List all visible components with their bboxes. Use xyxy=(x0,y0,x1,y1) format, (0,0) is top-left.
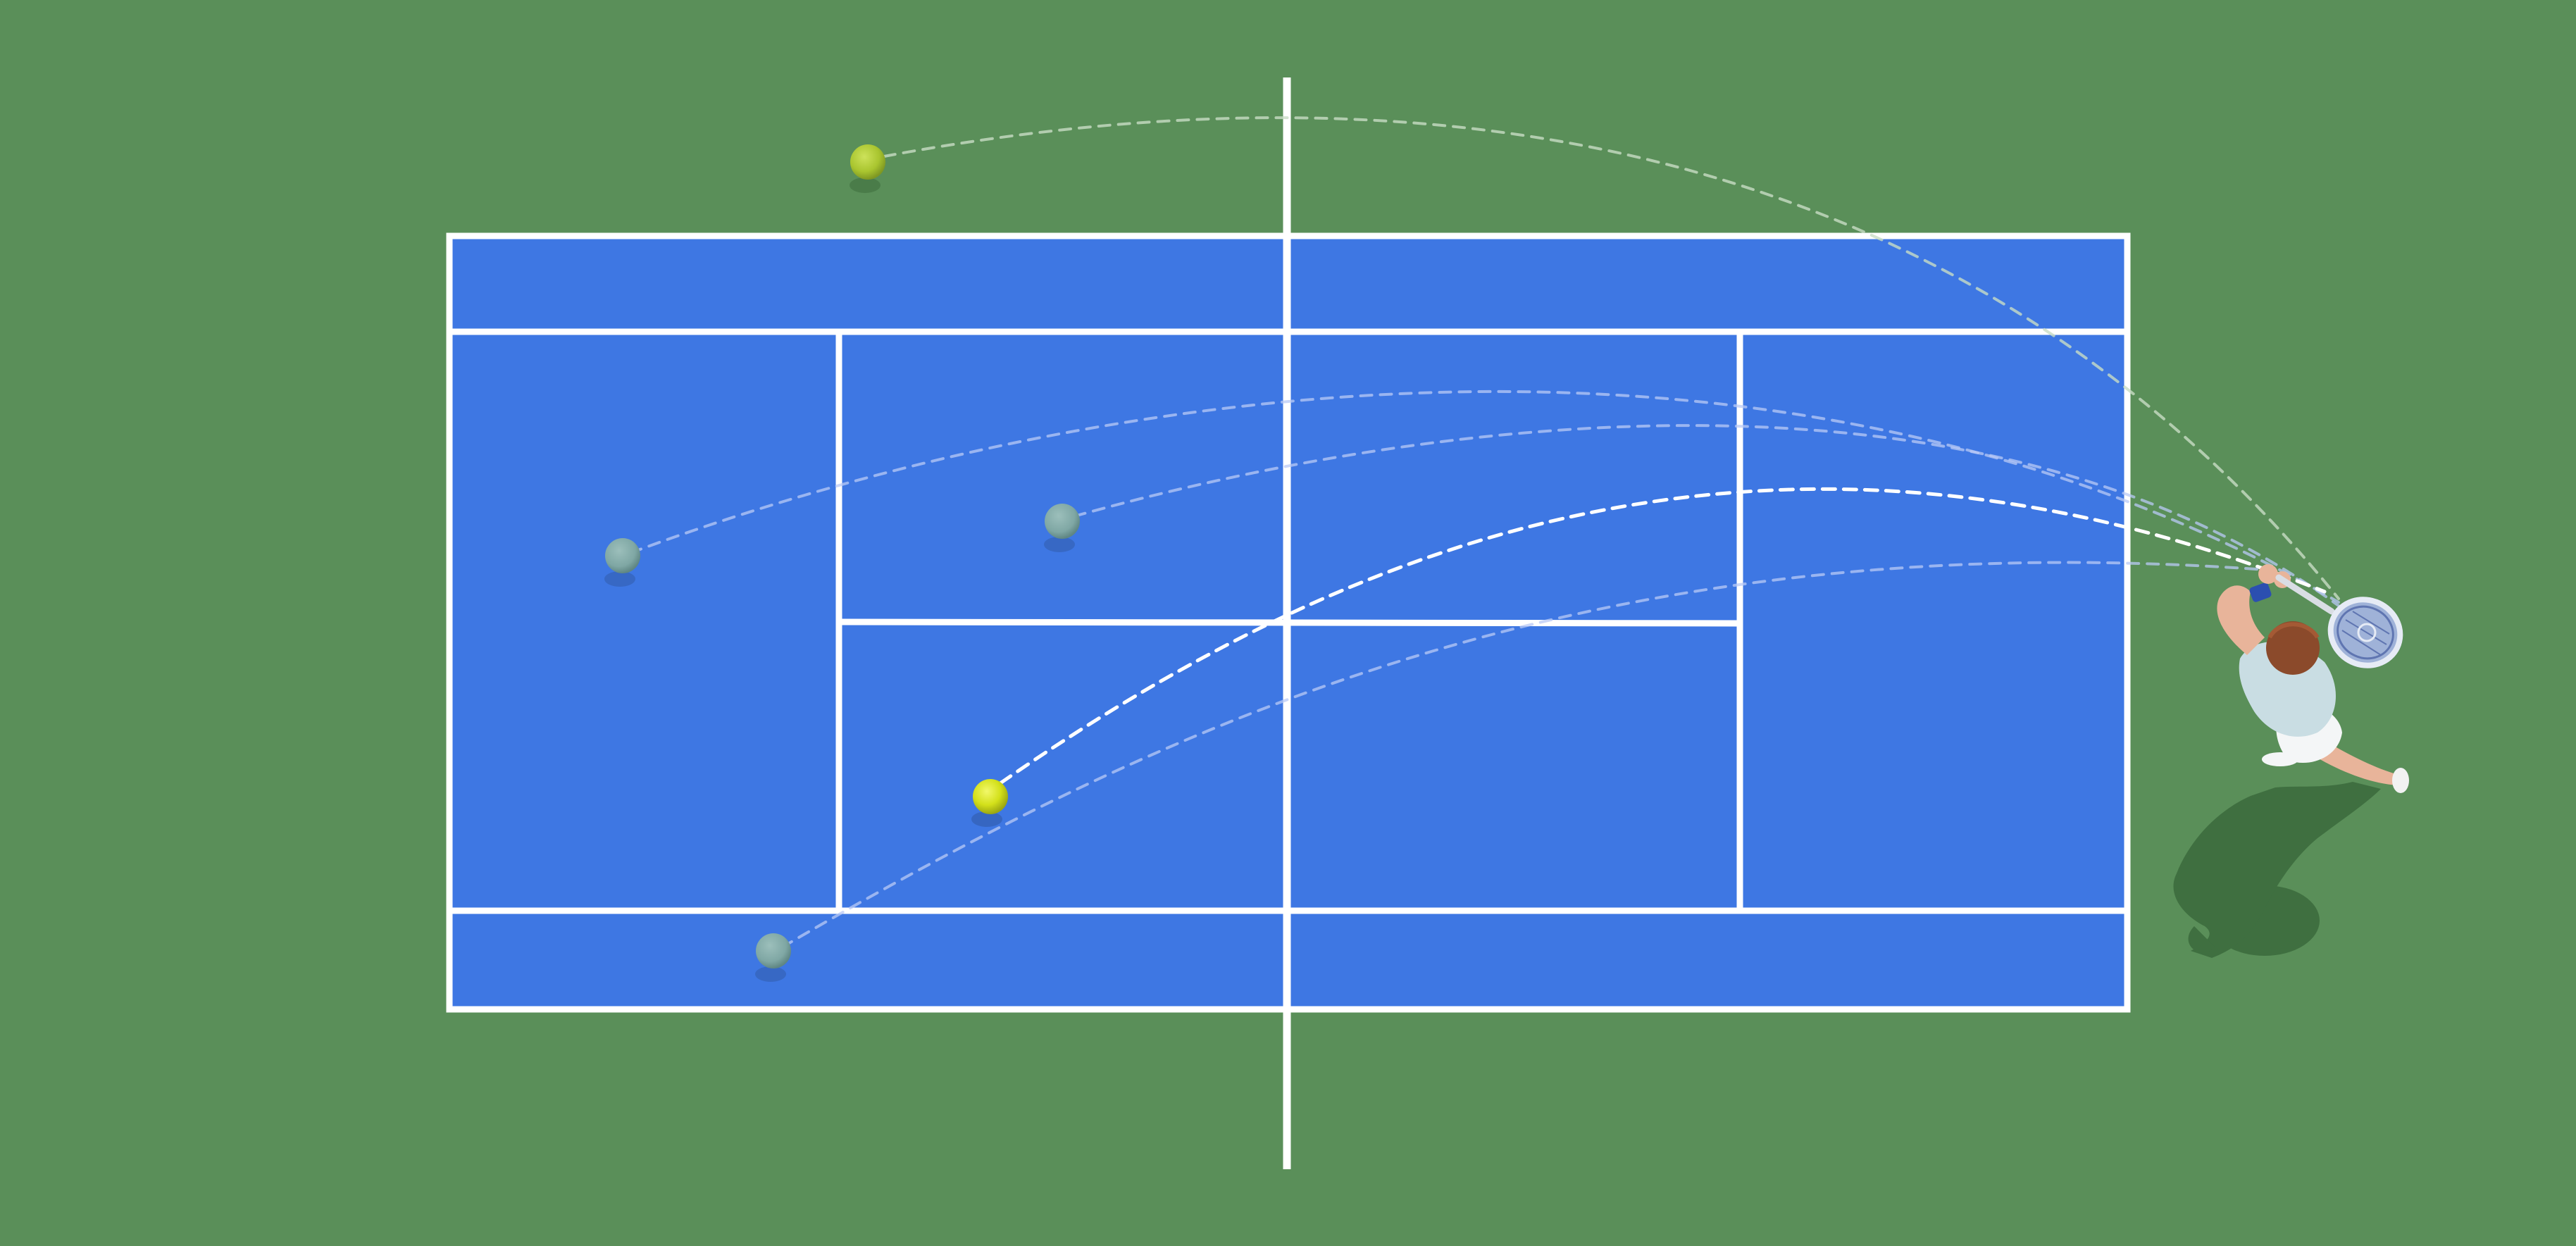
player-shadow xyxy=(2173,782,2381,958)
tennis-racket-icon xyxy=(2275,574,2403,668)
trajectory-alley-short xyxy=(780,561,2277,949)
ball-markers xyxy=(604,144,1080,982)
tennis-player-icon xyxy=(2217,564,2409,793)
tennis-ball-icon xyxy=(971,779,1008,827)
trajectory-out-long xyxy=(883,116,2340,600)
tennis-ball-icon xyxy=(850,144,885,193)
tennis-ball-icon xyxy=(755,933,791,982)
tennis-ball-icon xyxy=(1044,504,1080,552)
wristband xyxy=(2249,582,2272,602)
trajectory-deep-left xyxy=(629,390,2340,604)
shot-trajectories xyxy=(629,116,2340,949)
trajectory-active-shot xyxy=(998,487,2327,785)
trajectory-mid-service xyxy=(1073,424,2340,607)
tennis-court xyxy=(446,77,2131,1169)
tennis-ball-icon xyxy=(604,538,640,587)
